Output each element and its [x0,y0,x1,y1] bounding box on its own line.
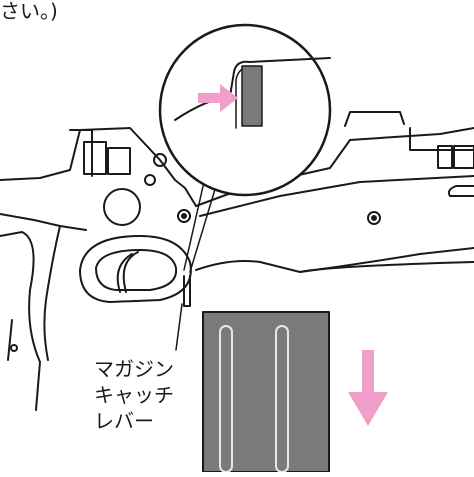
arrow-down-icon [348,350,388,426]
magnifier-detail [158,23,332,197]
label-line-2: キャッチ [94,383,174,407]
magazine-catch-lever-label: マガジン キャッチ レバー [94,356,174,434]
header-text-fragment: さい。) [0,0,58,23]
lever-zoomed [241,65,263,127]
rifle-body [0,111,474,411]
label-line-1: マガジン [94,357,174,381]
label-line-3: レバー [94,409,154,433]
magazine [202,311,330,473]
arrow-right-icon [198,84,238,112]
